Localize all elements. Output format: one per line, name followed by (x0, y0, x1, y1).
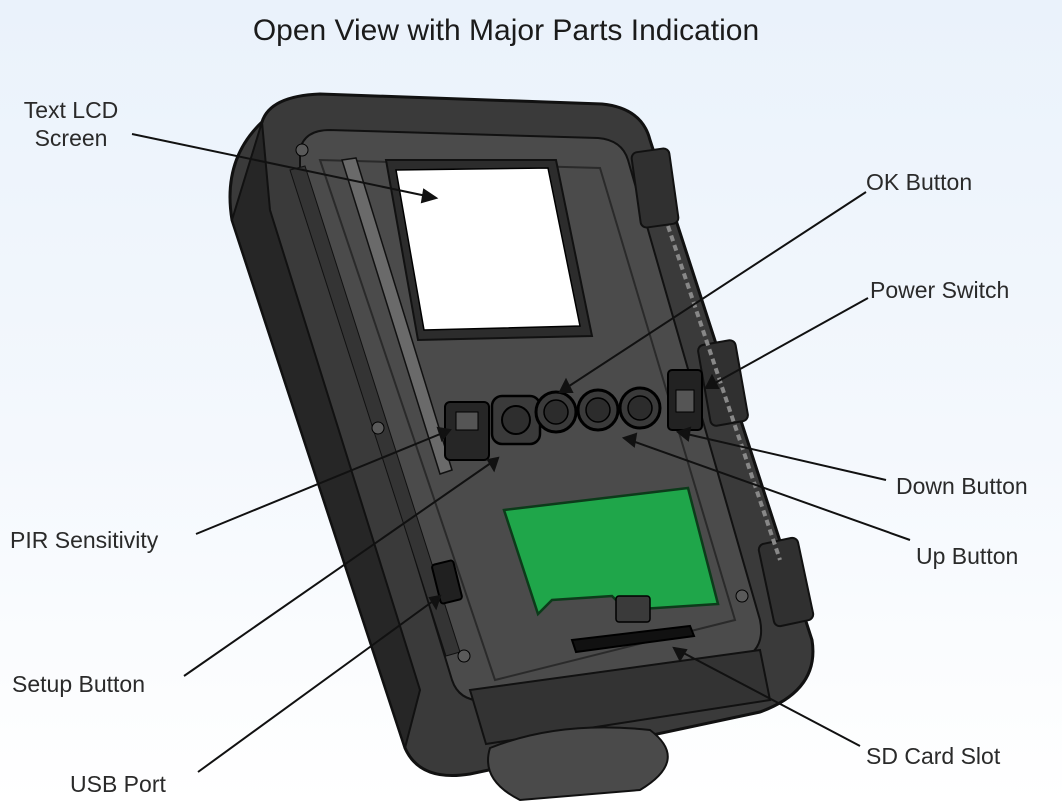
arrow-down-button (675, 426, 692, 442)
label-down-button: Down Button (896, 473, 1028, 499)
housing-left-wall (230, 121, 422, 752)
screw-top-left (295, 143, 309, 157)
bottom-lens-cover (487, 726, 669, 802)
battery-compartment (502, 486, 720, 617)
label-usb-port: USB Port (70, 771, 166, 797)
label-setup-button: Setup Button (12, 671, 145, 697)
leader-down-button (677, 431, 887, 481)
arrow-text-lcd-screen (420, 188, 439, 204)
leader-ok-button (559, 191, 867, 393)
leader-text-lcd-screen (131, 133, 437, 199)
down-button-inner (627, 395, 653, 421)
leader-usb-port (197, 595, 441, 773)
leader-sd-card-slot (673, 647, 861, 747)
setup-button-center (501, 405, 531, 435)
leader-up-button (623, 437, 911, 541)
leader-setup-button (183, 457, 499, 677)
screw-bottom-left (457, 649, 471, 663)
bottom-bracket (468, 648, 772, 746)
label-ok-button: OK Button (866, 169, 973, 195)
screw-mid-left (371, 421, 385, 435)
sd-card-slot-shape (570, 624, 696, 654)
arrow-pir-sensitivity (436, 426, 452, 443)
label-text-lcd-screen: Text LCD Screen (23, 97, 119, 151)
leader-lines (131, 133, 911, 773)
compartment-latch (615, 595, 651, 623)
leader-power-switch (705, 297, 869, 389)
up-button-inner (585, 397, 611, 423)
arrow-power-switch (704, 373, 720, 389)
arrow-usb-port (428, 594, 442, 611)
power-switch-slider (675, 389, 695, 413)
side-rod (341, 157, 453, 475)
arrow-ok-button (558, 377, 574, 393)
usb-port-shape (431, 559, 463, 605)
arrow-up-button (621, 432, 638, 448)
label-up-button: Up Button (916, 543, 1019, 569)
hinge-rod (666, 225, 782, 561)
lcd-window (395, 167, 581, 331)
screw-right (735, 589, 749, 603)
pir-sensitivity-switch (444, 401, 490, 461)
ok-button-inner (543, 399, 569, 425)
hinge-bottom (757, 536, 815, 628)
leader-pir-sensitivity (195, 429, 451, 535)
arrow-sd-card-slot (672, 646, 688, 663)
hinge-middle (697, 339, 749, 427)
arrow-setup-button (486, 456, 500, 473)
diagram-title: Open View with Major Parts Indication (252, 14, 760, 47)
pir-switch-knob (455, 411, 479, 431)
hinge-top (630, 147, 680, 229)
label-sd-card-slot: SD Card Slot (866, 743, 1001, 769)
label-power-switch: Power Switch (870, 277, 1010, 303)
label-pir-sensitivity: PIR Sensitivity (10, 527, 159, 553)
